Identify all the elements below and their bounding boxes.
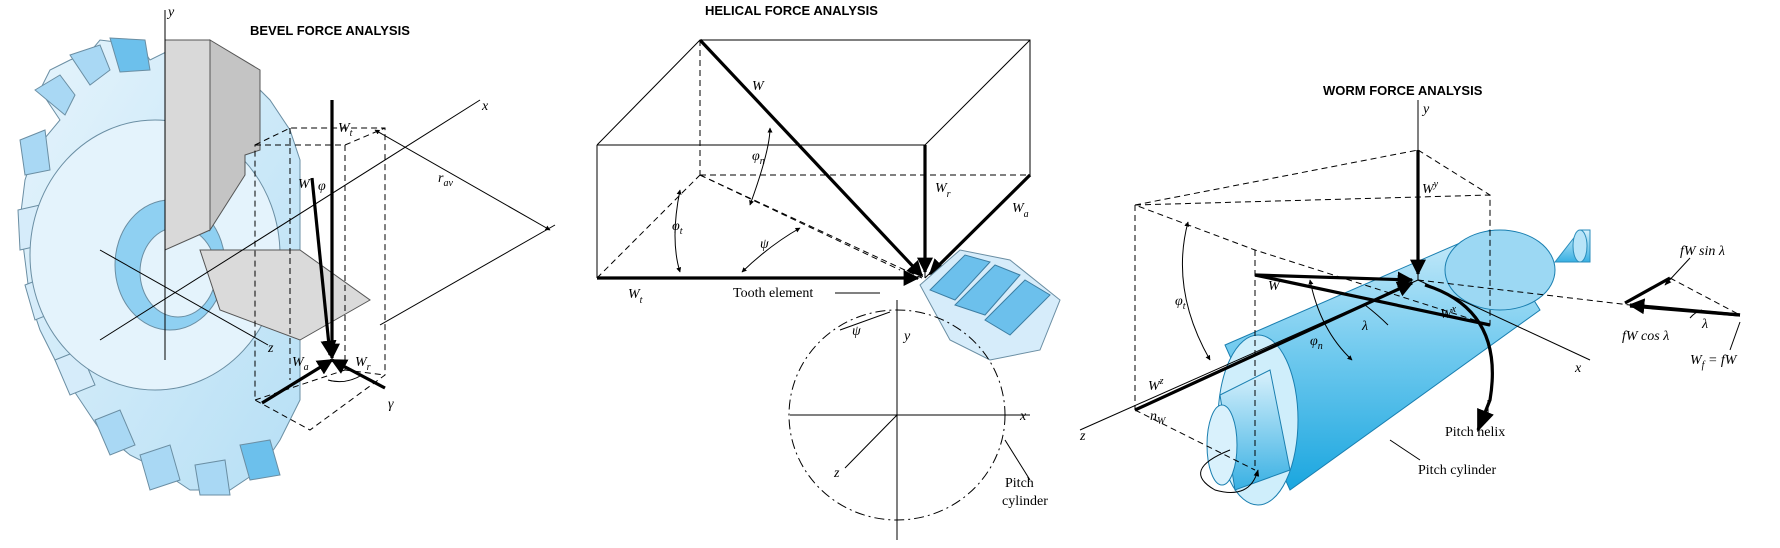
worm-wf-leader	[1729, 321, 1741, 351]
helical-Wt-label: Wt	[628, 287, 643, 306]
helical-phi-t-label: φt	[672, 219, 683, 237]
helical-z-axis	[844, 414, 898, 469]
helical-Wr-label: Wr	[935, 181, 951, 200]
worm-phi-n-arc	[1308, 279, 1353, 361]
bevel-Wa-label: Wa	[292, 355, 309, 373]
helical-phi-n-arc	[749, 127, 773, 206]
bevel-rav-extension	[379, 224, 556, 326]
helical-Wa-force	[928, 173, 1032, 276]
worm-Wx-force	[1254, 271, 1414, 288]
bevel-W-label: W	[298, 177, 311, 192]
worm-Wy-label: Wy	[1422, 179, 1439, 197]
worm-W-label: W	[1268, 279, 1281, 294]
worm-x-label: x	[1574, 361, 1582, 376]
bevel-phi-label: φ	[318, 179, 326, 194]
bevel-title: BEVEL FORCE ANALYSIS	[250, 23, 410, 38]
bevel-Wa-force	[261, 358, 334, 405]
worm-lambda2-arc	[1689, 309, 1703, 319]
helical-W-force	[698, 38, 924, 278]
helical-pitch-label-2: cylinder	[1002, 494, 1048, 509]
worm-fw-cos-label: fW cos λ	[1622, 329, 1669, 344]
bevel-gear	[17, 37, 371, 496]
worm-y-label: y	[1421, 102, 1430, 117]
helical-pitch-leader	[1004, 439, 1031, 481]
worm-phi-t-label: φt	[1175, 294, 1186, 312]
worm-wf-label: Wf = fW	[1690, 353, 1738, 371]
helical-Wa-label: Wa	[1012, 201, 1029, 220]
worm-wf-force	[1629, 304, 1741, 317]
bevel-rav-dimension	[374, 129, 551, 231]
bevel-x-label: x	[481, 99, 489, 114]
worm-z-label: z	[1079, 429, 1086, 444]
worm-fw-sin-label: fW sin λ	[1680, 244, 1725, 259]
helical-psi-label: ψ	[760, 237, 769, 252]
worm-phi-n-label: φn	[1310, 334, 1323, 352]
bevel-Wr-force	[330, 358, 386, 390]
bevel-Wr-label: Wr	[355, 355, 371, 373]
helical-gear-teeth	[919, 249, 1061, 361]
bevel-diagram: BEVEL FORCE ANALYSIS y	[17, 5, 556, 496]
worm-Wz-force	[1134, 281, 1414, 412]
helical-y-label: y	[902, 329, 911, 344]
helical-phi-t-arc	[674, 189, 682, 273]
bevel-rav-label: rav	[438, 171, 453, 189]
worm-pitch-helix-label: Pitch helix	[1445, 425, 1505, 440]
helical-psi-arc	[741, 227, 801, 273]
worm-Wz-label: Wz	[1148, 376, 1164, 394]
worm-fw-sin-force	[1624, 276, 1671, 305]
worm-body	[1206, 229, 1591, 506]
bevel-z-axis	[99, 249, 269, 346]
worm-W-line	[1254, 273, 1491, 327]
worm-friction-triangle	[1624, 276, 1741, 319]
worm-pitch-helix-curve	[1424, 283, 1494, 433]
helical-z-label: z	[833, 466, 840, 481]
worm-pitch-cylinder-leader	[1389, 439, 1421, 461]
bevel-gamma-arc	[327, 374, 363, 383]
worm-diagram: WORM FORCE ANALYSIS y x z	[1079, 83, 1741, 506]
worm-title: WORM FORCE ANALYSIS	[1323, 83, 1483, 98]
worm-lambda2-label: λ	[1701, 317, 1708, 332]
worm-phi-t-arc	[1181, 221, 1211, 361]
helical-phi-n-label: φn	[752, 149, 765, 167]
bevel-Wt-label: Wt	[338, 121, 353, 139]
helical-W-label: W	[752, 79, 765, 94]
worm-rotation-arrow	[1200, 449, 1260, 493]
helical-psi-line	[699, 174, 901, 271]
bevel-y-label: y	[166, 5, 175, 20]
worm-friction-dash	[1669, 277, 1741, 316]
worm-nW-label: nW	[1150, 409, 1167, 427]
helical-pitch-label-1: Pitch	[1005, 476, 1034, 491]
helical-psi2-label: ψ	[852, 324, 861, 339]
worm-lambda-arc	[1364, 304, 1389, 326]
worm-fw-sin-leader	[1664, 257, 1691, 286]
bevel-z-label: z	[267, 341, 274, 356]
helical-diagram: HELICAL FORCE ANALYSIS W Wr Wa Wt φn φt …	[596, 3, 1061, 540]
helical-psi2-arc	[839, 311, 891, 331]
bevel-force-box	[254, 127, 386, 431]
helical-x-label: x	[1019, 409, 1027, 424]
helical-tooth-element-label: Tooth element	[733, 286, 813, 301]
bevel-gamma-label: γ	[388, 397, 394, 412]
worm-lambda-label: λ	[1361, 319, 1368, 334]
worm-pitch-cylinder-label: Pitch cylinder	[1418, 463, 1496, 478]
helical-title: HELICAL FORCE ANALYSIS	[705, 3, 878, 18]
bevel-W-force	[310, 177, 337, 357]
